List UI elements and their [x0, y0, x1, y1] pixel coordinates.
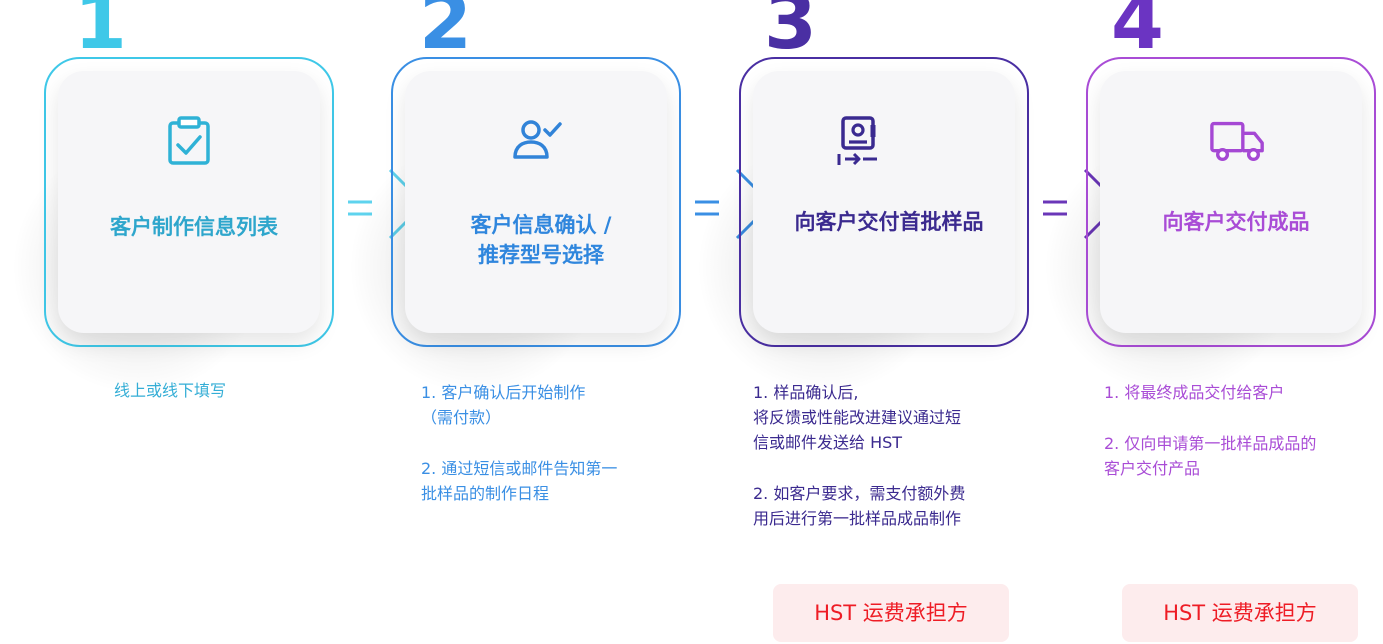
step-title-3: 向客户交付首批样品 [739, 207, 1039, 237]
title-line: 推荐型号选择 [478, 243, 604, 267]
step-number-2: 2 [419, 0, 472, 66]
step-number-3: 3 [764, 0, 817, 66]
card-inner [753, 71, 1015, 333]
step-desc-3: 1. 样品确认后, 将反馈或性能改进建议通过短 信或邮件发送给 HST 2. 如… [753, 380, 965, 531]
step-2: 2 客户信息确认 / 推荐型号选择 1. 客户确认后开始制作 （需付款） 2. … [351, 0, 691, 644]
desc-line: 信或邮件发送给 HST [753, 433, 903, 452]
desc-line: 客户交付产品 [1104, 459, 1201, 478]
step-4: 4 向客户交付成品 1. 将最终成品交付给客户 2. 仅向申请第一批样品成品的 … [1046, 0, 1383, 644]
title-line: 向客户交付成品 [1162, 210, 1310, 234]
desc-line: 将反馈或性能改进建议通过短 [753, 408, 962, 427]
title-line: 客户制作信息列表 [110, 215, 278, 239]
desc-gap [1104, 405, 1316, 431]
card-inner [58, 71, 320, 333]
step-title-1: 客户制作信息列表 [44, 212, 344, 242]
sample-transfer-icon [837, 116, 877, 166]
user-check-icon [513, 120, 562, 159]
shipping-tag: HST 运费承担方 [1122, 584, 1358, 642]
desc-gap [421, 430, 617, 456]
desc-line: 线上或线下填写 [114, 381, 227, 400]
step-card-4 [1086, 57, 1376, 347]
step-number-1: 1 [74, 0, 127, 66]
step-title-4: 向客户交付成品 [1086, 207, 1383, 237]
title-line: 向客户交付首批样品 [794, 210, 984, 234]
shipping-tag: HST 运费承担方 [773, 584, 1009, 642]
desc-line: 2. 仅向申请第一批样品成品的 [1104, 434, 1317, 453]
desc-line: 用后进行第一批样品成品制作 [753, 509, 962, 528]
desc-line: （需付款） [421, 408, 502, 427]
delivery-truck-icon [1210, 121, 1264, 162]
step-title-2: 客户信息确认 / 推荐型号选择 [391, 210, 691, 270]
desc-gap [753, 455, 965, 481]
desc-line: 1. 样品确认后, [753, 383, 859, 402]
desc-line: 2. 通过短信或邮件告知第一 [421, 459, 618, 478]
step-number-4: 4 [1111, 0, 1164, 66]
desc-line: 2. 如客户要求，需支付额外费 [753, 484, 966, 503]
step-desc-4: 1. 将最终成品交付给客户 2. 仅向申请第一批样品成品的 客户交付产品 [1104, 380, 1316, 481]
step-3: 3 向客户交付首批样品 1. 样品确认后, 将反馈或性能改进建议通过短 信或邮件… [699, 0, 1039, 644]
desc-line: 1. 客户确认后开始制作 [421, 383, 586, 402]
step-card-1 [44, 57, 334, 347]
clipboard-check-icon [168, 116, 210, 165]
card-inner [1100, 71, 1362, 333]
desc-line: 批样品的制作日程 [421, 484, 550, 503]
desc-line: 1. 将最终成品交付给客户 [1104, 383, 1285, 402]
step-1: 1 客户制作信息列表 线上或线下填写 [14, 0, 344, 644]
card-inner [405, 71, 667, 333]
step-card-3 [739, 57, 1029, 347]
step-desc-2: 1. 客户确认后开始制作 （需付款） 2. 通过短信或邮件告知第一 批样品的制作… [421, 380, 617, 506]
step-desc-1: 线上或线下填写 [114, 378, 226, 403]
step-card-2 [391, 57, 681, 347]
title-line: 客户信息确认 / [470, 213, 612, 237]
